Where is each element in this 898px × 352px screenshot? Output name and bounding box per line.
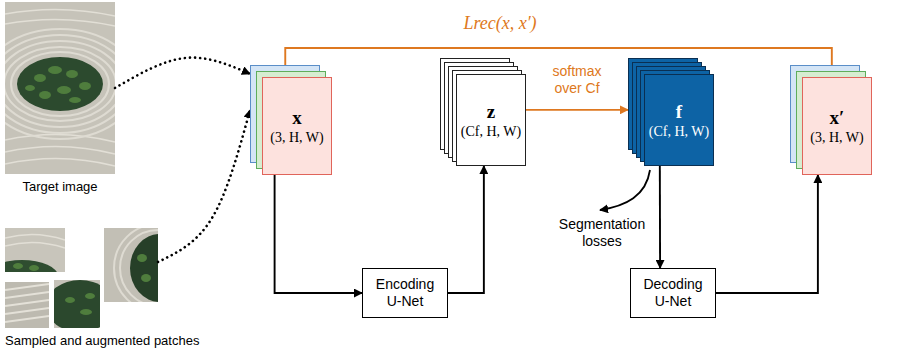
moss-tuft [141,274,151,282]
rake-line [5,19,115,26]
patch-photo [54,280,100,328]
target-photo [5,2,115,174]
moss-island [17,57,103,111]
tensor-stack: x′(3, H, W) [790,65,872,175]
tensor-shape: (3, H, W) [810,129,863,146]
moss-island [5,260,58,272]
flow-arrow [526,109,628,111]
moss-tuft [39,91,51,99]
flow-arrow [285,48,832,65]
network-box: Decoding U-Net [630,268,716,318]
gravel-ground [5,2,115,174]
moss-tuft [85,293,95,299]
gravel-ground [5,282,49,328]
moss-tuft [57,86,71,94]
module-label: Decoding U-Net [639,276,707,310]
rake-ring [5,47,115,121]
moss-tuft [25,85,35,91]
gravel-ground [5,228,65,272]
rake-line [5,300,49,306]
patch-photo [5,282,49,328]
tensor-shape: (Cf, H, W) [649,123,709,140]
rake-line [5,242,65,248]
patch-photo [104,228,158,302]
image-caption: Target image [5,179,115,194]
rake-line [5,9,115,16]
moss-tuft [79,82,91,90]
tensor-stack: z(Cf, H, W) [440,58,526,166]
rake-line [5,292,49,298]
rake-line [5,158,115,166]
rake-ring [120,230,158,302]
rake-ring [11,52,109,116]
edge-label: Lrec(x, x′) [440,12,560,34]
moss-tuft [13,263,23,269]
network-box: Encoding U-Net [362,268,448,318]
moss-tuft [66,70,78,78]
sampling-arrow [115,58,250,88]
moss-tuft [69,97,81,103]
patch-photo [5,228,65,272]
rake-line [5,308,49,314]
rake-ring [114,228,158,302]
moss-tuft [65,297,75,303]
rake-ring [5,29,115,139]
flow-arrow [716,175,818,293]
tensor-shape: (3, H, W) [270,129,323,146]
flow-arrow [275,175,362,293]
image-caption: Sampled and augmented patches [5,333,158,348]
moss-tuft [34,74,46,82]
tensor-stack: f(Cf, H, W) [628,58,714,166]
tensor-name: x [292,107,302,129]
leader-arrow [600,170,650,210]
sampling-arrow [158,110,250,262]
rake-ring [5,35,115,133]
tensor-name: x′ [830,107,845,129]
moss-tuft [29,265,39,271]
moss-tuft [137,254,147,262]
target-image: Target image [5,2,115,174]
rake-line [5,316,49,322]
flow-arrow [659,166,661,268]
patch-set: Sampled and augmented patches [5,228,158,328]
tensor-name: f [676,101,682,123]
tensor-stack: x(3, H, W) [250,65,332,175]
rake-line [5,234,65,240]
tensor-name: z [487,101,495,123]
moss-island [54,280,100,328]
rake-ring [5,41,115,127]
annotation-label: Segmentation losses [552,216,652,250]
module-label: Encoding U-Net [371,276,439,310]
flow-arrow [448,166,484,293]
tensor-shape: (Cf, H, W) [461,123,521,140]
rake-line [5,146,115,154]
moss-tuft [80,309,92,315]
moss-tuft [48,66,62,74]
edge-label: softmax over Cf [542,63,612,97]
rake-line [5,284,49,290]
moss-island [130,234,158,302]
